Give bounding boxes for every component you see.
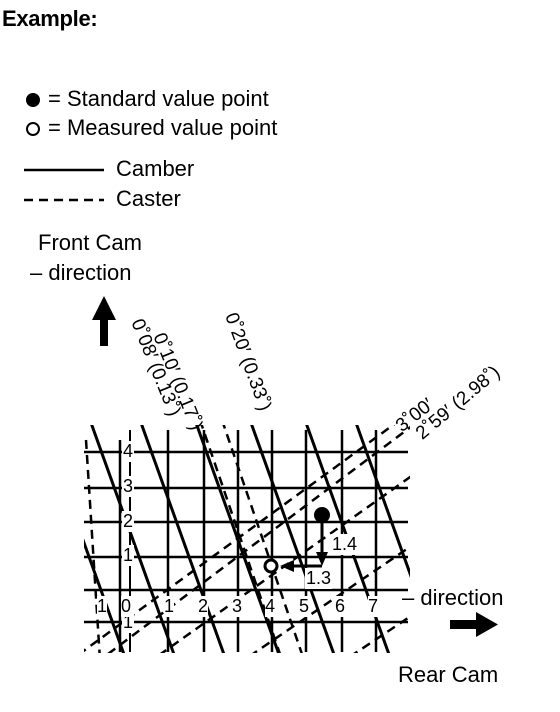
x-label: 1 xyxy=(164,596,175,617)
x-label: 3 xyxy=(232,596,243,617)
legend-measured-row: = Measured value point xyxy=(26,115,277,141)
x-label: 7 xyxy=(368,596,379,617)
arrow-label-horizontal: 1.3 xyxy=(305,568,333,589)
x-label: 1 xyxy=(97,596,108,617)
standard-value-point xyxy=(314,507,330,523)
front-cam-label: Front Cam xyxy=(38,230,142,255)
legend-caster-label: Caster xyxy=(116,186,181,211)
front-cam-direction: – direction xyxy=(30,260,132,285)
x-label: 4 xyxy=(265,596,276,617)
down-arrow-icon xyxy=(316,552,328,566)
legend-standard-row: = Standard value point xyxy=(26,86,269,112)
hollow-dot-icon xyxy=(26,122,40,137)
x-label: 5 xyxy=(299,596,310,617)
x-label: 2 xyxy=(198,596,209,617)
legend-standard-label: = Standard value point xyxy=(48,86,269,111)
left-arrow-icon xyxy=(280,560,294,572)
legend-camber-label: Camber xyxy=(116,156,195,181)
measured-value-point xyxy=(263,558,279,574)
x-label: 0 xyxy=(121,596,132,617)
filled-dot-icon xyxy=(26,93,40,108)
y-label: 4 xyxy=(122,441,135,462)
y-label: 3 xyxy=(122,476,135,497)
y-label: 1 xyxy=(122,612,135,633)
y-label: 1 xyxy=(122,545,135,566)
x-label: 6 xyxy=(335,596,346,617)
correction-arrows xyxy=(280,523,328,572)
caster-lines xyxy=(84,425,410,653)
rear-cam-direction: – direction xyxy=(402,585,504,610)
diagonal-lines xyxy=(84,425,410,653)
rear-cam-arrow-icon xyxy=(450,612,498,637)
legend-measured-label: = Measured value point xyxy=(48,115,278,140)
page-title: Example: xyxy=(2,6,98,31)
front-cam-arrow-icon xyxy=(92,296,116,346)
y-label: 2 xyxy=(122,511,135,532)
arrow-label-vertical: 1.4 xyxy=(331,534,359,555)
rear-cam-label: Rear Cam xyxy=(398,662,499,687)
camber-lines xyxy=(84,425,410,653)
